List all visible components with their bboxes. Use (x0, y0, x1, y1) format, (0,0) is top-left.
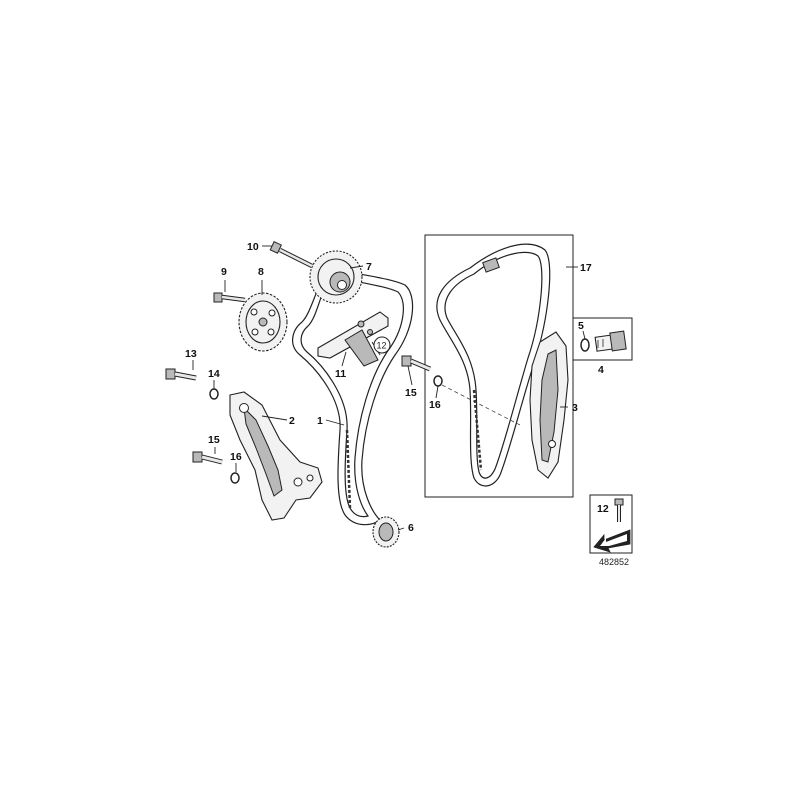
callout-14: 14 (208, 368, 220, 380)
washer-part-16-lower (230, 472, 240, 484)
sprocket-part-8 (238, 292, 288, 352)
callout-16-lower: 16 (230, 451, 242, 463)
chain-tensioner-part-4 (580, 330, 627, 352)
callout-15-lower: 15 (208, 434, 220, 446)
callout-6: 6 (408, 522, 414, 534)
legend-part-number: 12 (597, 503, 609, 515)
washer-part-14 (209, 388, 219, 400)
leader-lines (192, 245, 586, 531)
callout-2: 2 (289, 415, 295, 427)
callout-10: 10 (247, 241, 259, 253)
bolt-part-15-center (401, 355, 431, 372)
bolt-part-9 (213, 292, 246, 303)
tensioning-rail-part-2 (229, 391, 323, 521)
callout-15-center: 15 (405, 387, 417, 399)
callout-11: 11 (335, 368, 346, 380)
callout-16-center: 16 (429, 399, 441, 411)
callout-12-circled: 12 (373, 336, 391, 354)
bolt-part-13 (165, 368, 197, 381)
bolt-part-15-lower (192, 451, 223, 465)
crankshaft-sprocket-part-6 (372, 516, 400, 548)
image-reference-number: 482852 (599, 557, 629, 567)
callout-9: 9 (221, 266, 227, 278)
legend-box: 12 (589, 494, 633, 554)
callout-1: 1 (317, 415, 323, 427)
callout-3: 3 (572, 402, 578, 414)
callout-5: 5 (578, 320, 584, 332)
callout-13: 13 (185, 348, 197, 360)
camshaft-adjuster-sprocket (309, 250, 363, 304)
secondary-timing-chain (436, 243, 551, 487)
callout-8: 8 (258, 266, 264, 278)
guide-rail-part-3 (529, 331, 569, 479)
main-timing-chain (292, 267, 414, 526)
callout-4: 4 (598, 364, 604, 376)
upper-guide-rail (317, 311, 389, 367)
inset-box-tensioner (572, 317, 633, 361)
washer-part-16-center (433, 375, 443, 387)
bolt-part-10 (269, 241, 314, 269)
callout-7: 7 (366, 261, 372, 273)
callout-12: 12 (377, 341, 387, 351)
callout-17: 17 (580, 262, 592, 274)
